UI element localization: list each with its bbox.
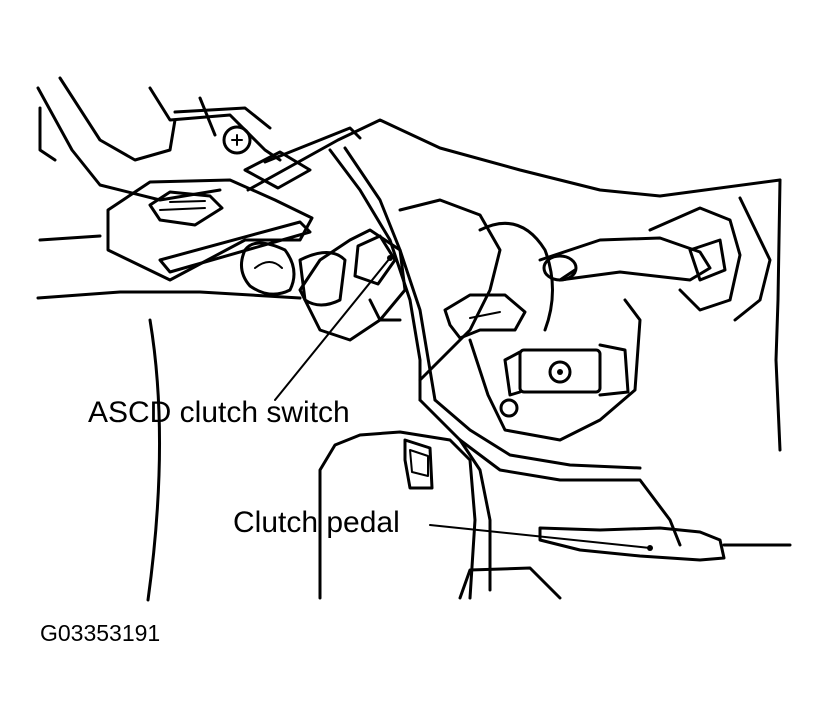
switch-leader-line [274, 257, 391, 401]
pedal-leader-dot [647, 545, 653, 551]
pedal-leader-line [429, 524, 651, 549]
pedal-arm [418, 398, 792, 592]
column-mount [246, 118, 782, 452]
clutch-pedal-label: Clutch pedal [233, 506, 400, 539]
figure-code: G03353191 [40, 620, 161, 646]
ascd-clutch-switch-label: ASCD clutch switch [88, 396, 350, 429]
switch-assembly [239, 146, 437, 402]
lower-panel [146, 318, 562, 602]
dash-panel [36, 76, 302, 300]
switch-leader-dot [387, 255, 393, 261]
bracket-plate [106, 150, 314, 282]
pedal-mechanism [398, 198, 742, 442]
